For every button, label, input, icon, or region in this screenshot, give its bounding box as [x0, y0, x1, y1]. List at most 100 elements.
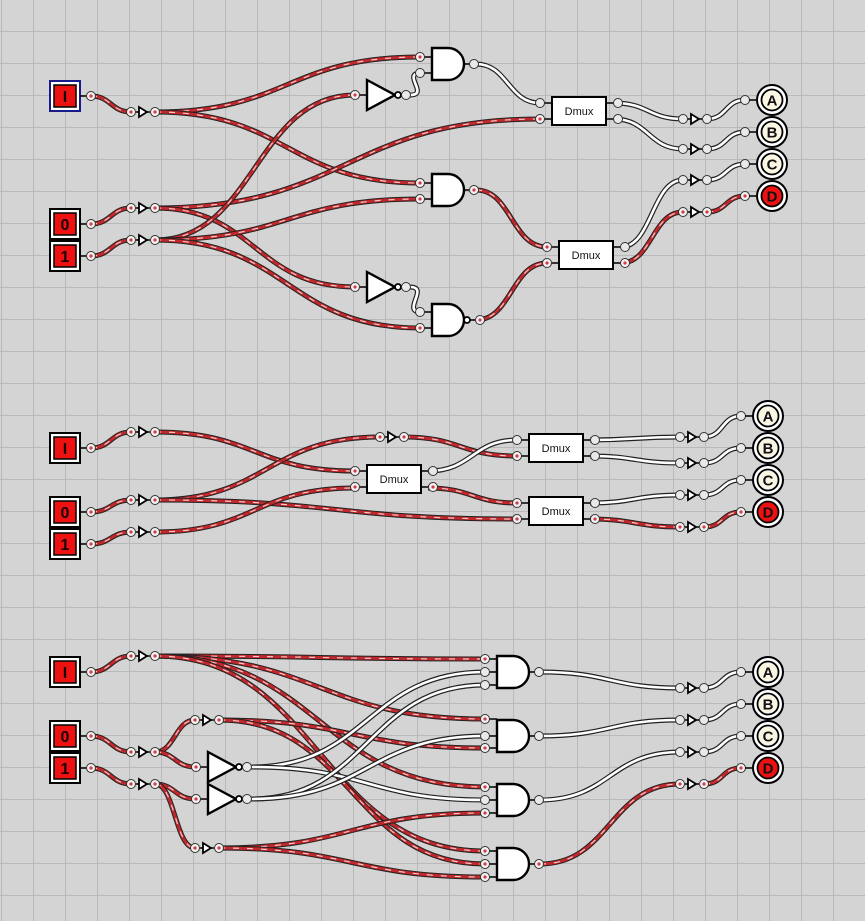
input-toggle-1[interactable]: 1: [49, 240, 87, 272]
nand-gate[interactable]: [424, 302, 476, 338]
input-toggle-I[interactable]: I: [49, 656, 87, 688]
pin-connector[interactable]: [191, 794, 201, 804]
pin-connector[interactable]: [675, 683, 685, 693]
pin-connector[interactable]: [736, 443, 746, 453]
pin-connector[interactable]: [415, 68, 425, 78]
and-gate[interactable]: [424, 172, 470, 208]
pin-connector[interactable]: [190, 843, 200, 853]
pin-connector[interactable]: [401, 282, 411, 292]
dmux-block[interactable]: Dmux: [521, 433, 591, 463]
pin-connector[interactable]: [480, 782, 490, 792]
pin-connector[interactable]: [415, 323, 425, 333]
pin-connector[interactable]: [86, 507, 96, 517]
pin-connector[interactable]: [699, 432, 709, 442]
pin-connector[interactable]: [480, 859, 490, 869]
pin-connector[interactable]: [415, 178, 425, 188]
pin-connector[interactable]: [150, 779, 160, 789]
pin-connector[interactable]: [512, 498, 522, 508]
pin-connector[interactable]: [702, 144, 712, 154]
pin-connector[interactable]: [126, 779, 136, 789]
input-toggle-I[interactable]: I: [49, 432, 87, 464]
pin-connector[interactable]: [126, 235, 136, 245]
pin-connector[interactable]: [480, 714, 490, 724]
pin-connector[interactable]: [214, 843, 224, 853]
pin-connector[interactable]: [214, 715, 224, 725]
pin-connector[interactable]: [736, 731, 746, 741]
pin-connector[interactable]: [675, 779, 685, 789]
pin-connector[interactable]: [150, 527, 160, 537]
and3-gate[interactable]: [489, 654, 535, 690]
pin-connector[interactable]: [126, 203, 136, 213]
pin-connector[interactable]: [736, 507, 746, 517]
pin-connector[interactable]: [675, 490, 685, 500]
pin-connector[interactable]: [86, 443, 96, 453]
pin-connector[interactable]: [242, 794, 252, 804]
pin-connector[interactable]: [480, 872, 490, 882]
pin-connector[interactable]: [375, 432, 385, 442]
pin-connector[interactable]: [590, 514, 600, 524]
pin-connector[interactable]: [736, 667, 746, 677]
input-toggle-0[interactable]: 0: [49, 496, 87, 528]
pin-connector[interactable]: [613, 98, 623, 108]
pin-connector[interactable]: [469, 59, 479, 69]
pin-connector[interactable]: [620, 258, 630, 268]
pin-connector[interactable]: [480, 743, 490, 753]
pin-connector[interactable]: [150, 747, 160, 757]
pin-connector[interactable]: [740, 127, 750, 137]
pin-connector[interactable]: [350, 482, 360, 492]
input-toggle-I[interactable]: I: [49, 80, 87, 112]
pin-connector[interactable]: [699, 683, 709, 693]
pin-connector[interactable]: [480, 795, 490, 805]
and3-gate[interactable]: [489, 846, 535, 882]
pin-connector[interactable]: [415, 307, 425, 317]
pin-connector[interactable]: [620, 242, 630, 252]
pin-connector[interactable]: [702, 175, 712, 185]
pin-connector[interactable]: [699, 490, 709, 500]
pin-connector[interactable]: [675, 432, 685, 442]
pin-connector[interactable]: [534, 859, 544, 869]
pin-connector[interactable]: [542, 258, 552, 268]
pin-connector[interactable]: [678, 114, 688, 124]
pin-connector[interactable]: [699, 522, 709, 532]
pin-connector[interactable]: [415, 52, 425, 62]
pin-connector[interactable]: [736, 763, 746, 773]
dmux-block[interactable]: Dmux: [544, 96, 614, 126]
pin-connector[interactable]: [86, 91, 96, 101]
pin-connector[interactable]: [86, 667, 96, 677]
pin-connector[interactable]: [350, 466, 360, 476]
pin-connector[interactable]: [86, 731, 96, 741]
pin-connector[interactable]: [675, 715, 685, 725]
pin-connector[interactable]: [126, 527, 136, 537]
pin-connector[interactable]: [480, 808, 490, 818]
pin-connector[interactable]: [699, 458, 709, 468]
pin-connector[interactable]: [480, 680, 490, 690]
pin-connector[interactable]: [350, 90, 360, 100]
pin-connector[interactable]: [678, 144, 688, 154]
pin-connector[interactable]: [150, 427, 160, 437]
pin-connector[interactable]: [535, 98, 545, 108]
pin-connector[interactable]: [512, 451, 522, 461]
pin-connector[interactable]: [242, 762, 252, 772]
pin-connector[interactable]: [534, 795, 544, 805]
pin-connector[interactable]: [736, 699, 746, 709]
pin-connector[interactable]: [190, 715, 200, 725]
pin-connector[interactable]: [512, 435, 522, 445]
pin-connector[interactable]: [534, 731, 544, 741]
pin-connector[interactable]: [150, 235, 160, 245]
pin-connector[interactable]: [86, 251, 96, 261]
pin-connector[interactable]: [126, 427, 136, 437]
pin-connector[interactable]: [590, 498, 600, 508]
pin-connector[interactable]: [740, 159, 750, 169]
input-toggle-1[interactable]: 1: [49, 752, 87, 784]
pin-connector[interactable]: [415, 194, 425, 204]
not-gate[interactable]: [359, 269, 402, 305]
pin-connector[interactable]: [675, 458, 685, 468]
pin-connector[interactable]: [740, 95, 750, 105]
pin-connector[interactable]: [150, 495, 160, 505]
pin-connector[interactable]: [480, 654, 490, 664]
pin-connector[interactable]: [469, 185, 479, 195]
pin-connector[interactable]: [699, 747, 709, 757]
not-gate[interactable]: [200, 781, 243, 817]
pin-connector[interactable]: [535, 114, 545, 124]
